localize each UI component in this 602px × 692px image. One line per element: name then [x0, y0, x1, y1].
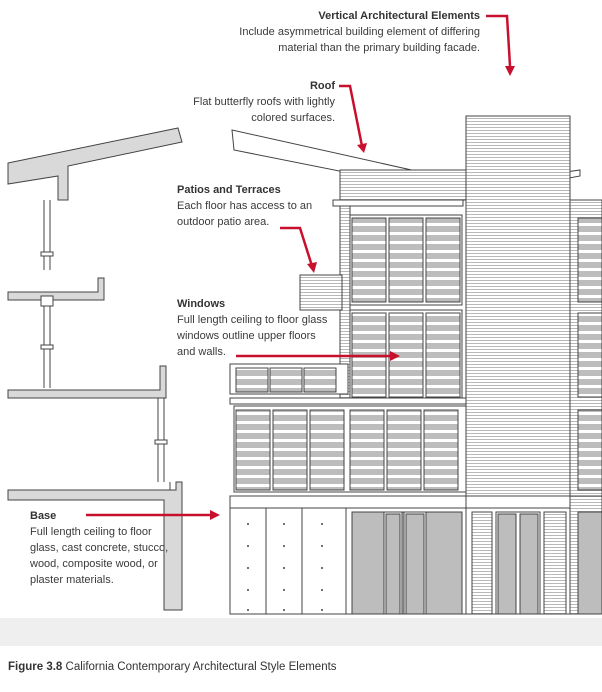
section-cut: [7, 127, 183, 611]
building: [229, 115, 602, 615]
leader-arrows: [86, 14, 512, 517]
annotation-windows-title: Windows: [177, 298, 226, 310]
annotation-roof-line1: Flat butterfly roofs with lightly: [193, 96, 335, 108]
lower-windows: [233, 405, 467, 493]
annotation-roof-title: Roof: [309, 80, 335, 92]
annotation-base: Base Full length ceiling to floor glass,…: [30, 508, 170, 588]
arrow-patios: [280, 226, 314, 267]
arrow-heads: [210, 66, 515, 520]
section-roof: [7, 127, 183, 201]
figure-caption: Figure 3.8 California Contemporary Archi…: [8, 661, 337, 673]
upper-siding: [339, 169, 467, 201]
annotation-roof-line2: colored surfaces.: [251, 112, 335, 124]
annotation-patios-line1: Each floor has access to an: [177, 200, 313, 212]
annotation-base-line1: Full length ceiling to floor: [30, 526, 152, 538]
annotation-patios-title: Patios and Terraces: [177, 184, 281, 196]
annotation-vertical: Vertical Architectural Elements Include …: [200, 8, 480, 56]
annotation-vertical-title: Vertical Architectural Elements: [318, 10, 480, 22]
arrow-vertical: [486, 14, 512, 67]
ground-strip: [0, 618, 602, 646]
annotation-windows: Windows Full length ceiling to floor gla…: [177, 296, 352, 360]
annotation-patios: Patios and Terraces Each floor has acces…: [177, 182, 347, 230]
annotation-base-line3: wood, composite wood, or: [30, 558, 158, 570]
section-slab-3: [7, 365, 167, 399]
patio-block: [299, 274, 343, 311]
annotation-vertical-line2: material than the primary building facad…: [278, 42, 480, 54]
figure-caption-text: California Contemporary Architectural St…: [65, 661, 337, 673]
figure-number: Figure 3.8: [8, 661, 63, 673]
base-dots: [247, 523, 323, 611]
annotation-vertical-line1: Include asymmetrical building element of…: [239, 26, 480, 38]
upper-windows: [349, 214, 463, 401]
section-base: [7, 481, 183, 611]
annotation-windows-line3: and walls.: [177, 346, 226, 358]
annotation-base-title: Base: [30, 510, 57, 522]
vertical-tower: [465, 115, 571, 497]
annotation-patios-line2: outdoor patio area.: [177, 216, 270, 228]
annotation-base-line2: glass, cast concrete, stucco,: [30, 542, 169, 554]
annotation-base-line4: plaster materials.: [30, 574, 114, 586]
annotation-windows-line1: Full length ceiling to floor glass: [177, 314, 328, 326]
annotation-roof: Roof Flat butterfly roofs with lightly c…: [150, 78, 335, 126]
section-slab-2: [7, 277, 105, 301]
arrow-roof: [339, 84, 364, 147]
annotation-windows-line2: windows outline upper floors: [177, 330, 316, 342]
